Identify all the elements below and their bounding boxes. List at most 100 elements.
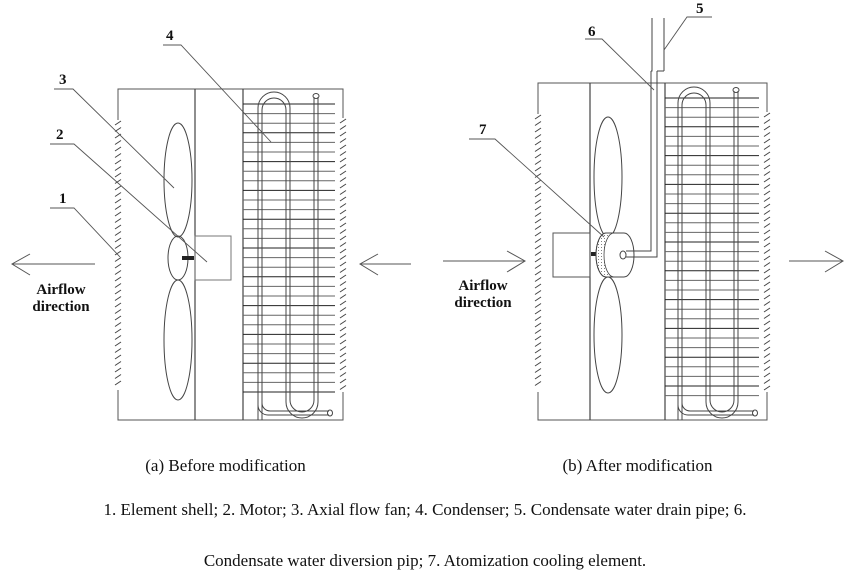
- hatch-mark: [114, 218, 122, 223]
- hatch-mark: [339, 216, 347, 221]
- hatch-mark: [763, 112, 771, 118]
- hatch-mark: [339, 203, 347, 208]
- airflow-label-a-line2: direction: [32, 299, 90, 315]
- hatch-mark: [763, 294, 771, 300]
- hatch-mark: [763, 190, 771, 196]
- panel-b-after-modification: Airflow direction 5 6 7: [443, 1, 844, 421]
- hatch-mark: [763, 255, 771, 261]
- hatch-mark: [763, 301, 771, 306]
- hatch-mark: [763, 125, 771, 131]
- condenser-fins: [243, 103, 335, 393]
- hatch-mark: [339, 320, 347, 325]
- hatch-mark: [534, 127, 542, 133]
- hatch-mark: [114, 179, 122, 184]
- hatch-mark: [763, 340, 771, 345]
- hatch-mark: [339, 131, 347, 137]
- hatch-mark: [763, 379, 771, 384]
- hatch-mark: [763, 132, 771, 137]
- hatch-mark: [534, 114, 542, 120]
- hatch-mark: [339, 352, 347, 358]
- hatch-mark: [339, 313, 347, 319]
- hatch-mark: [534, 374, 542, 380]
- hatch-mark: [114, 237, 122, 243]
- airflow-arrow-left: [443, 250, 526, 273]
- callout-7: 7: [479, 122, 487, 138]
- hatch-mark: [339, 287, 347, 293]
- hatch-mark: [114, 166, 122, 171]
- hatch-mark: [534, 264, 542, 269]
- shell-hatch-left: [114, 120, 122, 386]
- airflow-label-b-line2: direction: [454, 295, 512, 311]
- hatch-mark: [763, 359, 771, 365]
- hatch-mark: [114, 257, 122, 262]
- hatch-mark: [763, 320, 771, 326]
- hatch-mark: [534, 335, 542, 341]
- hatch-mark: [763, 314, 771, 319]
- hatch-mark: [534, 309, 542, 315]
- hatch-mark: [534, 329, 542, 334]
- hatch-mark: [763, 242, 771, 248]
- hatch-mark: [114, 270, 122, 275]
- hatch-mark: [339, 157, 347, 163]
- callout-2: 2: [56, 127, 64, 143]
- shell-hatch-left: [534, 114, 542, 386]
- hatch-mark: [339, 281, 347, 286]
- hatch-mark: [339, 125, 347, 130]
- hatch-mark: [763, 210, 771, 215]
- hatch-mark: [534, 160, 542, 165]
- callout-leaders-b: [469, 16, 712, 238]
- hatch-mark: [534, 290, 542, 295]
- hatch-mark: [339, 229, 347, 234]
- element-shell: [117, 88, 344, 421]
- hatch-mark: [339, 307, 347, 312]
- hatch-mark: [114, 244, 122, 249]
- callout-6: 6: [588, 24, 596, 40]
- condensate-water-diversion-pipe: [626, 71, 658, 258]
- hatch-mark: [114, 289, 122, 295]
- hatch-mark: [534, 303, 542, 308]
- condenser-diagram: Airflow direction 1 2 3 4: [11, 1, 844, 421]
- hatch-mark: [763, 138, 771, 144]
- hatch-mark: [114, 283, 122, 288]
- hatch-mark: [763, 275, 771, 280]
- hatch-mark: [534, 134, 542, 139]
- hatch-mark: [534, 257, 542, 263]
- hatch-mark: [114, 296, 122, 301]
- hatch-mark: [114, 146, 122, 152]
- hatch-mark: [339, 339, 347, 345]
- hatch-mark: [114, 374, 122, 379]
- condenser-tube: [677, 86, 758, 420]
- hatch-mark: [763, 262, 771, 267]
- hatch-mark: [763, 151, 771, 157]
- airflow-label-b-line1: Airflow: [458, 278, 507, 294]
- condenser-fins: [665, 97, 759, 397]
- hatch-mark: [763, 171, 771, 176]
- callout-5: 5: [696, 1, 704, 17]
- hatch-mark: [339, 183, 347, 189]
- hatch-mark: [114, 361, 122, 366]
- hatch-mark: [534, 361, 542, 367]
- hatch-mark: [339, 300, 347, 306]
- hatch-mark: [114, 341, 122, 347]
- hatch-mark: [763, 353, 771, 358]
- hatch-mark: [763, 307, 771, 313]
- hatch-mark: [339, 261, 347, 267]
- callout-3: 3: [59, 72, 67, 88]
- hatch-mark: [339, 118, 347, 124]
- hatch-mark: [339, 196, 347, 202]
- hatch-mark: [763, 288, 771, 293]
- hatch-mark: [534, 140, 542, 146]
- axial-flow-fan: [163, 122, 193, 401]
- airflow-label-a-line1: Airflow: [36, 282, 85, 298]
- hatch-mark: [763, 216, 771, 222]
- hatch-mark: [763, 119, 771, 124]
- hatch-mark: [534, 205, 542, 211]
- hatch-mark: [339, 242, 347, 247]
- hatch-mark: [763, 145, 771, 150]
- hatch-mark: [763, 158, 771, 163]
- callout-leaders-a: [50, 44, 272, 263]
- callout-4: 4: [166, 28, 174, 44]
- hatch-mark: [763, 346, 771, 352]
- hatch-mark: [339, 372, 347, 377]
- hatch-mark: [763, 177, 771, 183]
